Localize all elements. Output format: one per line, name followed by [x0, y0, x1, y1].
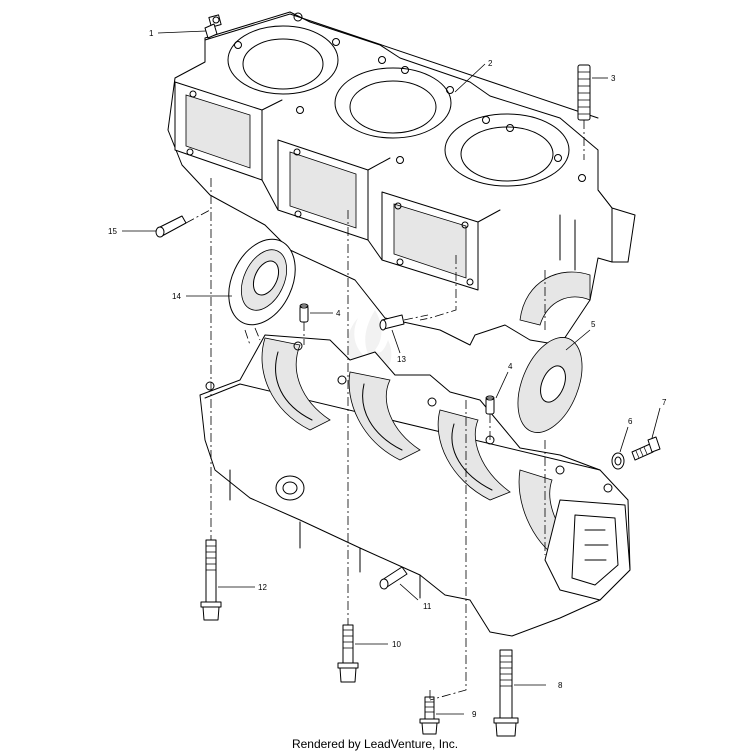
callout-9: 9 [472, 710, 477, 719]
callout-4-upper: 4 [336, 309, 341, 318]
callout-8: 8 [558, 681, 563, 690]
callout-13: 13 [397, 355, 406, 364]
part-9-bolt [419, 696, 440, 735]
render-credit: Rendered by LeadVenture, Inc. [291, 737, 459, 751]
part-6-washer [611, 452, 625, 470]
callout-4-lower: 4 [508, 362, 513, 371]
leader-lines [122, 30, 661, 715]
callout-7: 7 [662, 398, 667, 407]
callout-5: 5 [591, 320, 596, 329]
callout-12: 12 [258, 583, 267, 592]
callout-11: 11 [423, 602, 432, 611]
part-4-dowel-upper [299, 303, 309, 323]
assembly-centerlines [185, 120, 585, 701]
part-7-bolt [631, 436, 661, 461]
lower-crankcase [199, 334, 631, 637]
part-5-thrust-washer [517, 337, 583, 433]
callout-1: 1 [149, 29, 154, 38]
part-11-pin [379, 566, 408, 590]
part-12-long-bolt [200, 539, 222, 621]
upper-crankcase [167, 11, 636, 346]
part-8-long-bolt [493, 649, 519, 737]
part-3-stud [577, 64, 591, 121]
callout-15: 15 [108, 227, 117, 236]
part-13-pin [379, 314, 405, 331]
callout-labels: 1 2 3 4 4 5 6 7 8 9 10 11 12 13 14 15 [108, 29, 667, 719]
callout-6: 6 [628, 417, 633, 426]
part-14-oil-seal [228, 238, 296, 326]
callout-3: 3 [611, 74, 616, 83]
callout-2: 2 [488, 59, 493, 68]
part-1-elbow-fitting [204, 14, 222, 39]
callout-14: 14 [172, 292, 181, 301]
part-10-bolt [337, 624, 359, 683]
callout-10: 10 [392, 640, 401, 649]
part-15-pin [155, 215, 187, 238]
part-4-dowel-lower [485, 395, 495, 415]
